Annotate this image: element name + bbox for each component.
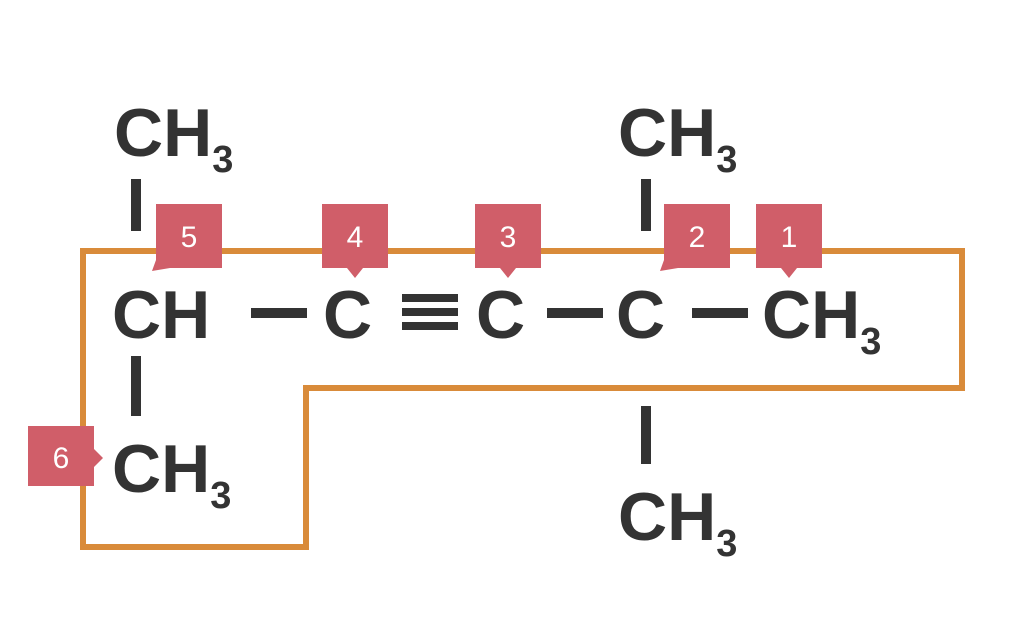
- bond-vertical-top-right: [641, 179, 651, 231]
- methyl-top-left: CH3: [114, 95, 233, 181]
- svg-text:1: 1: [781, 221, 798, 254]
- badge-1: 1: [756, 204, 822, 278]
- chain-atom-c4: C: [323, 277, 372, 353]
- badge-2: 2: [660, 204, 730, 271]
- bond-vertical-top-left: [131, 179, 141, 231]
- bond-single-c5-c4: [251, 308, 307, 318]
- badge-4: 4: [322, 204, 388, 278]
- svg-text:5: 5: [181, 221, 198, 254]
- bond-single-c2-c1: [692, 308, 748, 318]
- methyl-top-right: CH3: [618, 95, 737, 181]
- chain-atom-c5: CH: [112, 277, 210, 353]
- bonds: [131, 179, 748, 464]
- parent-chain-outline: [80, 248, 965, 550]
- chain-atom-c1: CH3: [762, 277, 881, 363]
- svg-text:4: 4: [347, 221, 364, 254]
- methyl-bottom-right: CH3: [618, 479, 737, 565]
- bond-vertical-bottom-left: [131, 356, 141, 416]
- bond-triple-c4-c3: [402, 294, 458, 330]
- chain-atom-c3: C: [476, 277, 525, 353]
- badge-6: 6: [28, 426, 103, 486]
- methyl-bottom-left: CH3: [112, 431, 231, 517]
- svg-text:6: 6: [53, 442, 70, 475]
- bond-vertical-bottom-right: [641, 406, 651, 464]
- bond-single-c3-c2: [547, 308, 603, 318]
- svg-text:3: 3: [500, 221, 517, 254]
- badge-3: 3: [475, 204, 541, 278]
- badge-5: 5: [152, 204, 222, 271]
- chain-atom-c2: C: [616, 277, 665, 353]
- svg-text:2: 2: [689, 221, 706, 254]
